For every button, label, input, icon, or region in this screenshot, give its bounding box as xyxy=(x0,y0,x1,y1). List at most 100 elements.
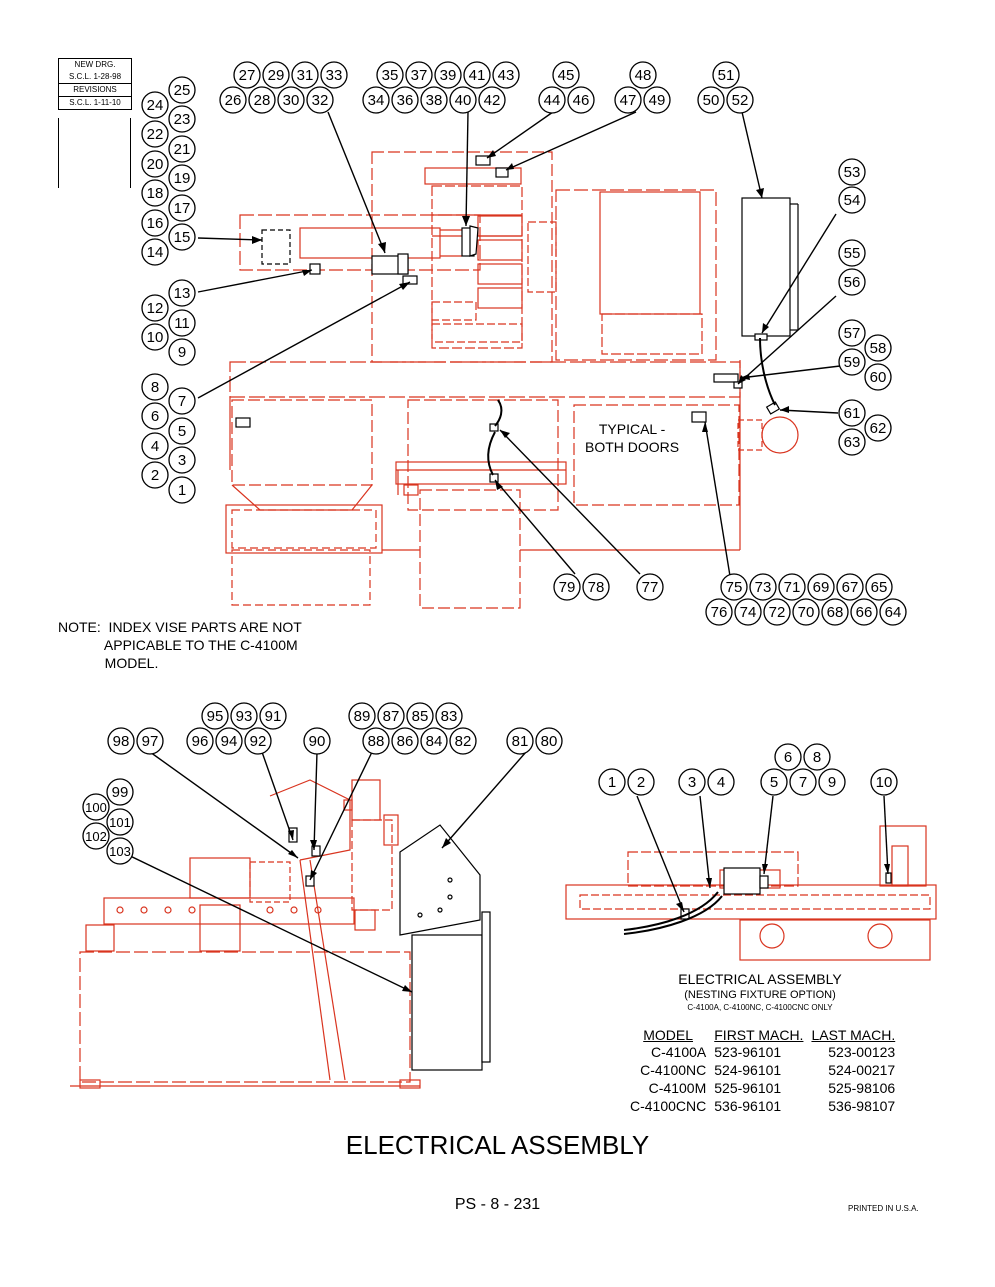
callout-circle xyxy=(168,476,196,504)
callout-number: 26 xyxy=(225,92,242,109)
callout-circle xyxy=(749,573,777,601)
callout-number: 43 xyxy=(498,67,515,84)
callout-number: 53 xyxy=(844,164,861,181)
callout-circle xyxy=(106,837,134,865)
callout-bubble-45: 45 xyxy=(552,61,580,89)
callout-bubble-57: 57 xyxy=(838,319,866,347)
callout-bubble-5: 5 xyxy=(760,768,788,796)
callout-circle xyxy=(838,428,866,456)
callout-bubble-12: 12 xyxy=(141,294,169,322)
callout-bubble-4: 4 xyxy=(141,432,169,460)
index-vise-note: NOTE: INDEX VISE PARTS ARE NOT APPICABLE… xyxy=(58,619,302,671)
callout-number: 30 xyxy=(283,92,300,109)
callout-number: 2 xyxy=(151,467,159,484)
callout-number: 8 xyxy=(813,749,821,766)
last-machine-cell: 523-00123 xyxy=(828,1044,896,1060)
callout-bubble-7: 7 xyxy=(789,768,817,796)
callout-circle xyxy=(879,598,907,626)
callout-bubble-6: 6 xyxy=(774,743,802,771)
callout-bubble-89: 89 xyxy=(348,702,376,730)
callout-circle xyxy=(377,702,405,730)
callout-number: 22 xyxy=(147,126,164,143)
callout-circle xyxy=(277,86,305,114)
callout-circle xyxy=(707,768,735,796)
callout-number: 7 xyxy=(799,774,807,791)
callout-number: 44 xyxy=(544,92,561,109)
callout-bubble-74: 74 xyxy=(734,598,762,626)
callout-bubble-67: 67 xyxy=(836,573,864,601)
callout-circle xyxy=(168,164,196,192)
callout-number: 38 xyxy=(426,92,443,109)
callout-circle xyxy=(726,86,754,114)
callout-bubble-46: 46 xyxy=(567,86,595,114)
callout-bubble-49: 49 xyxy=(643,86,671,114)
callout-number: 48 xyxy=(635,67,652,84)
callout-bubble-2: 2 xyxy=(141,461,169,489)
callout-number: 21 xyxy=(174,141,191,158)
callout-bubble-101: 101 xyxy=(106,808,134,836)
callout-circle xyxy=(219,86,247,114)
callout-number: 9 xyxy=(828,774,836,791)
callout-number: 1 xyxy=(608,774,616,791)
callout-bubble-8: 8 xyxy=(141,373,169,401)
callout-number: 32 xyxy=(312,92,329,109)
callout-number: 4 xyxy=(717,774,725,791)
callout-circle xyxy=(807,573,835,601)
callout-bubble-53: 53 xyxy=(838,158,866,186)
callout-number: 25 xyxy=(174,82,191,99)
revisions-label: REVISIONS xyxy=(59,84,131,97)
callout-bubble-23: 23 xyxy=(168,105,196,133)
bottom-left-machine-outline xyxy=(70,779,421,1089)
callout-circle xyxy=(865,573,893,601)
callout-bubble-64: 64 xyxy=(879,598,907,626)
callout-number: 5 xyxy=(178,423,186,440)
callout-circle xyxy=(836,573,864,601)
callout-number: 67 xyxy=(842,579,859,596)
callout-number: 12 xyxy=(147,300,164,317)
callout-circle xyxy=(838,239,866,267)
callout-bubble-17: 17 xyxy=(168,194,196,222)
callout-circle xyxy=(186,727,214,755)
callout-bubble-20: 20 xyxy=(141,150,169,178)
callout-circle xyxy=(792,598,820,626)
callout-circle xyxy=(778,573,806,601)
callout-circle xyxy=(478,86,506,114)
callout-bubble-10: 10 xyxy=(870,768,898,796)
callout-circle xyxy=(838,268,866,296)
callout-number: 90 xyxy=(309,733,326,750)
callout-circle xyxy=(291,61,319,89)
callout-number: 36 xyxy=(397,92,414,109)
callout-number: 33 xyxy=(326,67,343,84)
callout-number: 92 xyxy=(250,733,267,750)
callout-bubble-33: 33 xyxy=(320,61,348,89)
callout-circle xyxy=(553,573,581,601)
callout-bubble-38: 38 xyxy=(420,86,448,114)
callout-bubble-36: 36 xyxy=(391,86,419,114)
callout-bubble-71: 71 xyxy=(778,573,806,601)
callout-circle xyxy=(821,598,849,626)
callout-bubble-76: 76 xyxy=(705,598,733,626)
callout-bubble-26: 26 xyxy=(219,86,247,114)
callout-number: 2 xyxy=(637,774,645,791)
callout-number: 6 xyxy=(784,749,792,766)
callout-number: 50 xyxy=(703,92,720,109)
callout-circle xyxy=(818,768,846,796)
callout-circle xyxy=(320,61,348,89)
callout-number: 84 xyxy=(426,733,443,750)
callout-bubble-58: 58 xyxy=(864,334,892,362)
callout-circle xyxy=(598,768,626,796)
callout-bubble-96: 96 xyxy=(186,727,214,755)
callout-circle xyxy=(864,363,892,391)
callout-number: 37 xyxy=(411,67,428,84)
callout-number: 23 xyxy=(174,111,191,128)
callout-number: 1 xyxy=(178,482,186,499)
callout-circle xyxy=(168,194,196,222)
callout-circle xyxy=(636,573,664,601)
callout-circle xyxy=(734,598,762,626)
model-cell: C-4100NC xyxy=(640,1062,707,1078)
callout-number: 54 xyxy=(844,192,861,209)
callout-number: 47 xyxy=(620,92,637,109)
callout-bubble-66: 66 xyxy=(850,598,878,626)
callout-number: 96 xyxy=(192,733,209,750)
callout-bubble-24: 24 xyxy=(141,91,169,119)
